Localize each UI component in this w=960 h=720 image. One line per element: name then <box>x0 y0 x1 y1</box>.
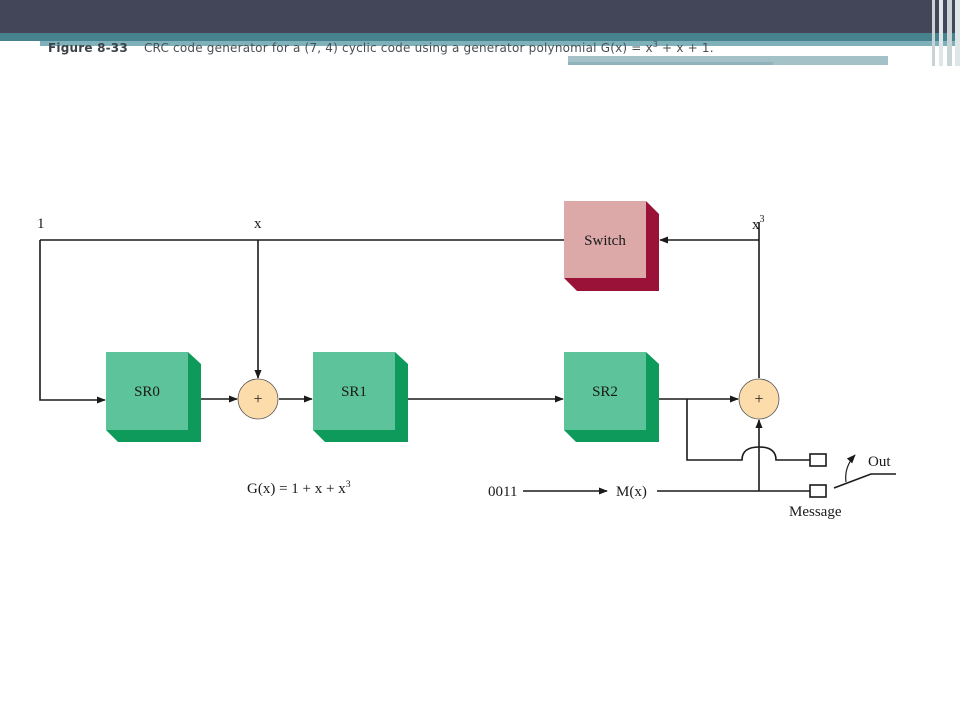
message-bits-label: 0011 <box>488 484 517 500</box>
sr2-face <box>564 352 646 430</box>
figure-caption-text: CRC code generator for a (7, 4) cyclic c… <box>143 41 597 55</box>
sr1-label: SR1 <box>341 384 367 400</box>
switch-face <box>564 201 646 278</box>
output-terminal <box>809 453 827 467</box>
feedback-bus <box>39 239 564 404</box>
feedback-to-sr0 <box>39 240 106 404</box>
sr1-face <box>313 352 395 430</box>
sr0-face <box>106 352 188 430</box>
tap-one-label: 1 <box>37 216 45 232</box>
switch-label: Switch <box>584 233 626 249</box>
sr2-label: SR2 <box>592 384 618 400</box>
sr0-register <box>106 352 201 442</box>
sr0-side <box>106 352 201 442</box>
generator-polynomial: G(x) = 1 + x + x3 <box>247 479 351 498</box>
generator-polynomial-text: G(x) = 1 + x + x <box>247 481 346 497</box>
sr1-register <box>313 352 408 442</box>
switch-block <box>564 201 659 291</box>
out-switch-arm <box>833 473 896 489</box>
out-switch-rotation-arrow <box>845 454 856 483</box>
slide-accent-band-right <box>568 56 888 65</box>
adder-2-circle <box>738 378 780 420</box>
tap-x-label: x <box>254 216 262 232</box>
adder-1-plus: + <box>253 391 262 408</box>
slide-corner-strip <box>947 0 952 66</box>
adder-1 <box>237 378 279 420</box>
tap-x3-base: x <box>752 217 760 233</box>
generator-polynomial-exp: 3 <box>345 479 351 490</box>
tap-x3-exp: 3 <box>760 214 765 225</box>
message-label: Message <box>789 504 842 520</box>
tap-x3-label: x3 <box>752 214 765 233</box>
adder-2 <box>738 378 780 420</box>
figure-caption-label: Figure 8-33 <box>48 41 128 55</box>
caption-poly-prefix: G(x) = x <box>600 41 653 55</box>
slide-title-bar <box>0 0 960 33</box>
slide-accent-band-right-inner <box>568 62 773 65</box>
switch-side <box>564 201 659 291</box>
message-poly-label: M(x) <box>616 484 647 500</box>
figure-caption-polynomial: G(x) = x3 + x + 1. <box>601 41 714 55</box>
sr2-side <box>564 352 659 442</box>
slide-corner-strip <box>932 0 935 66</box>
slide-corner-strip <box>955 0 960 66</box>
figure-caption: Figure 8-33 CRC code generator for a (7,… <box>48 41 714 55</box>
sr0-label: SR0 <box>134 384 160 400</box>
adder-2-plus: + <box>754 391 763 408</box>
slide-accent-band-light <box>40 41 960 46</box>
slide-accent-line <box>620 50 890 52</box>
caption-poly-suffix: + x + 1. <box>658 41 714 55</box>
slide-accent-band <box>0 33 960 41</box>
out-label: Out <box>868 454 891 470</box>
data-path <box>201 222 760 403</box>
sr2-register <box>564 352 659 442</box>
adder-1-circle <box>237 378 279 420</box>
sr1-side <box>313 352 408 442</box>
caption-poly-exp: 3 <box>652 40 659 49</box>
message-terminal <box>809 484 827 498</box>
slide-corner-strip <box>939 0 943 66</box>
